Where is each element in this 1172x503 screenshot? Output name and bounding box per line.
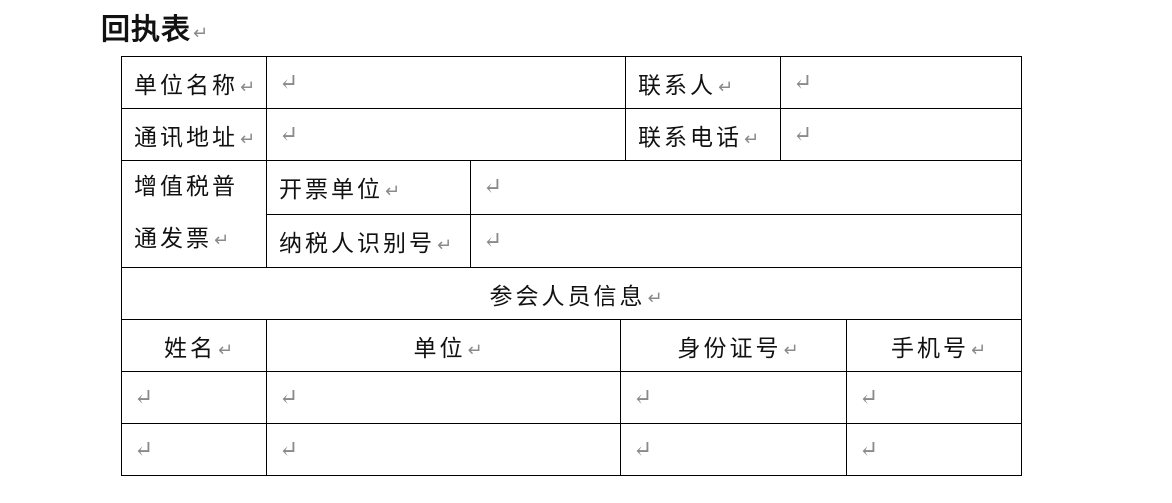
label-invoice-unit: 开票单位↵ bbox=[266, 160, 471, 215]
attendee-mobile-cell[interactable]: ↵ bbox=[846, 371, 1023, 424]
label-address: 通讯地址↵ bbox=[121, 108, 267, 161]
table-row: 增值税普通发票↵ 开票单位↵ ↵ bbox=[121, 160, 1023, 268]
paragraph-mark-icon: ↵ bbox=[437, 234, 456, 256]
paragraph-mark-icon: ↵ bbox=[647, 287, 666, 309]
paragraph-mark-icon: ↵ bbox=[217, 339, 237, 361]
input-invoice-unit[interactable]: ↵ bbox=[469, 160, 1023, 215]
paragraph-mark-icon: ↵ bbox=[240, 128, 259, 150]
paragraph-mark-icon: ↵ bbox=[193, 23, 210, 44]
attendee-info-header: 参会人员信息↵ bbox=[120, 267, 1023, 320]
attendee-name-cell[interactable]: ↵ bbox=[121, 371, 267, 424]
label-vat-invoice: 增值税普通发票↵ bbox=[121, 160, 267, 268]
attendee-name-cell[interactable]: ↵ bbox=[121, 423, 267, 476]
column-header-id-number: 身份证号↵ bbox=[619, 319, 848, 372]
paragraph-mark-icon: ↵ bbox=[467, 339, 486, 361]
table-row: ↵ ↵ ↵ ↵ bbox=[121, 371, 1023, 424]
input-tax-id[interactable]: ↵ bbox=[469, 213, 1023, 268]
attendee-id-cell[interactable]: ↵ bbox=[619, 371, 848, 424]
label-phone: 联系电话↵ bbox=[625, 108, 782, 161]
label-contact: 联系人↵ bbox=[625, 56, 782, 109]
table-row: 单位名称↵ ↵ 联系人↵ ↵ bbox=[121, 56, 1023, 109]
paragraph-mark-icon: ↵ bbox=[385, 181, 404, 203]
column-header-name: 姓名↵ bbox=[121, 319, 267, 372]
paragraph-mark-icon: ↵ bbox=[718, 76, 737, 98]
column-header-mobile: 手机号↵ bbox=[846, 319, 1023, 372]
input-phone[interactable]: ↵ bbox=[780, 108, 1023, 161]
paragraph-mark-icon: ↵ bbox=[744, 128, 763, 150]
input-address[interactable]: ↵ bbox=[265, 108, 627, 161]
label-unit-name: 单位名称↵ bbox=[121, 56, 267, 109]
column-header-unit: 单位↵ bbox=[266, 319, 621, 372]
paragraph-mark-icon: ↵ bbox=[240, 76, 259, 98]
table-row: 通讯地址↵ ↵ 联系电话↵ ↵ bbox=[121, 108, 1023, 161]
table-row: ↵ ↵ ↵ ↵ bbox=[121, 423, 1023, 476]
table-row: 纳税人识别号↵ ↵ bbox=[122, 213, 1023, 268]
attendee-mobile-cell[interactable]: ↵ bbox=[846, 423, 1023, 476]
paragraph-mark-icon: ↵ bbox=[783, 339, 802, 361]
table-row: 参会人员信息↵ bbox=[120, 267, 1023, 320]
receipt-form-table: 单位名称↵ ↵ 联系人↵ ↵ 通讯地址↵ ↵ 联系电话↵ ↵ 增值税普通发票↵ … bbox=[120, 56, 1023, 476]
label-tax-id: 纳税人识别号↵ bbox=[266, 213, 471, 268]
paragraph-mark-icon: ↵ bbox=[970, 339, 990, 361]
input-unit-name[interactable]: ↵ bbox=[265, 56, 627, 109]
page-title: 回执表↵ bbox=[101, 12, 210, 46]
attendee-unit-cell[interactable]: ↵ bbox=[266, 371, 621, 424]
attendee-id-cell[interactable]: ↵ bbox=[619, 423, 848, 476]
attendee-unit-cell[interactable]: ↵ bbox=[266, 423, 621, 476]
paragraph-mark-icon: ↵ bbox=[214, 230, 233, 251]
table-row: 姓名↵ 单位↵ 身份证号↵ 手机号↵ bbox=[121, 319, 1023, 372]
input-contact[interactable]: ↵ bbox=[780, 56, 1023, 109]
